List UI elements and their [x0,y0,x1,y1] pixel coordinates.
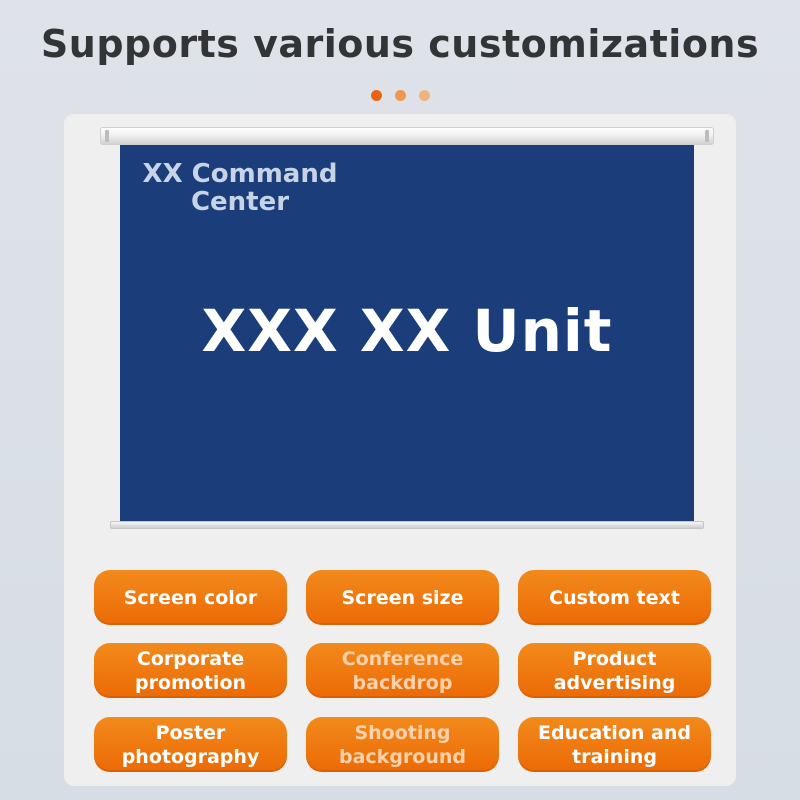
option-label-line-1: Poster [155,721,226,744]
customization-options-grid: Screen color Screen size Custom text Cor… [94,570,711,774]
projector-screen-housing [100,127,714,145]
projector-screen [120,145,694,522]
projector-screen-bottom-bar [110,521,704,529]
option-product-advertising-button[interactable]: Product advertising [518,643,711,698]
carousel-dot-1[interactable] [370,90,382,101]
option-label-line-1: Conference [341,647,464,670]
option-label-line-2: advertising [553,671,676,694]
option-poster-photography-button[interactable]: Poster photography [94,717,287,772]
option-screen-color-button[interactable]: Screen color [94,570,287,625]
option-label: Custom text [549,586,680,609]
option-label-line-1: Education and [538,721,691,744]
carousel-dot-2[interactable] [394,90,406,101]
screen-organization-text: XX Command Center [140,160,340,216]
screen-unit-text: XXX XX Unit [201,297,613,365]
option-label-line-1: Corporate [136,647,245,670]
org-line-1: XX Command [142,159,338,189]
option-shooting-background-button[interactable]: Shooting background [306,717,499,772]
carousel-dot-3[interactable] [418,90,430,101]
option-label-line-2: training [572,745,657,768]
option-corporate-promotion-button[interactable]: Corporate promotion [94,643,287,698]
option-conference-backdrop-button[interactable]: Conference backdrop [306,643,499,698]
option-label-line-2: background [339,745,466,768]
carousel-indicator [0,90,800,101]
option-label-line-1: Product [572,647,657,670]
org-line-2: Center [190,187,290,217]
option-label-line-1: Shooting [354,721,451,744]
option-custom-text-button[interactable]: Custom text [518,570,711,625]
option-label-line-2: backdrop [352,671,453,694]
page-title: Supports various customizations [40,22,760,66]
option-label-line-2: photography [121,745,260,768]
option-education-training-button[interactable]: Education and training [518,717,711,772]
option-label-line-2: promotion [134,671,247,694]
option-label: Screen size [341,586,464,609]
option-screen-size-button[interactable]: Screen size [306,570,499,625]
option-label: Screen color [123,586,258,609]
